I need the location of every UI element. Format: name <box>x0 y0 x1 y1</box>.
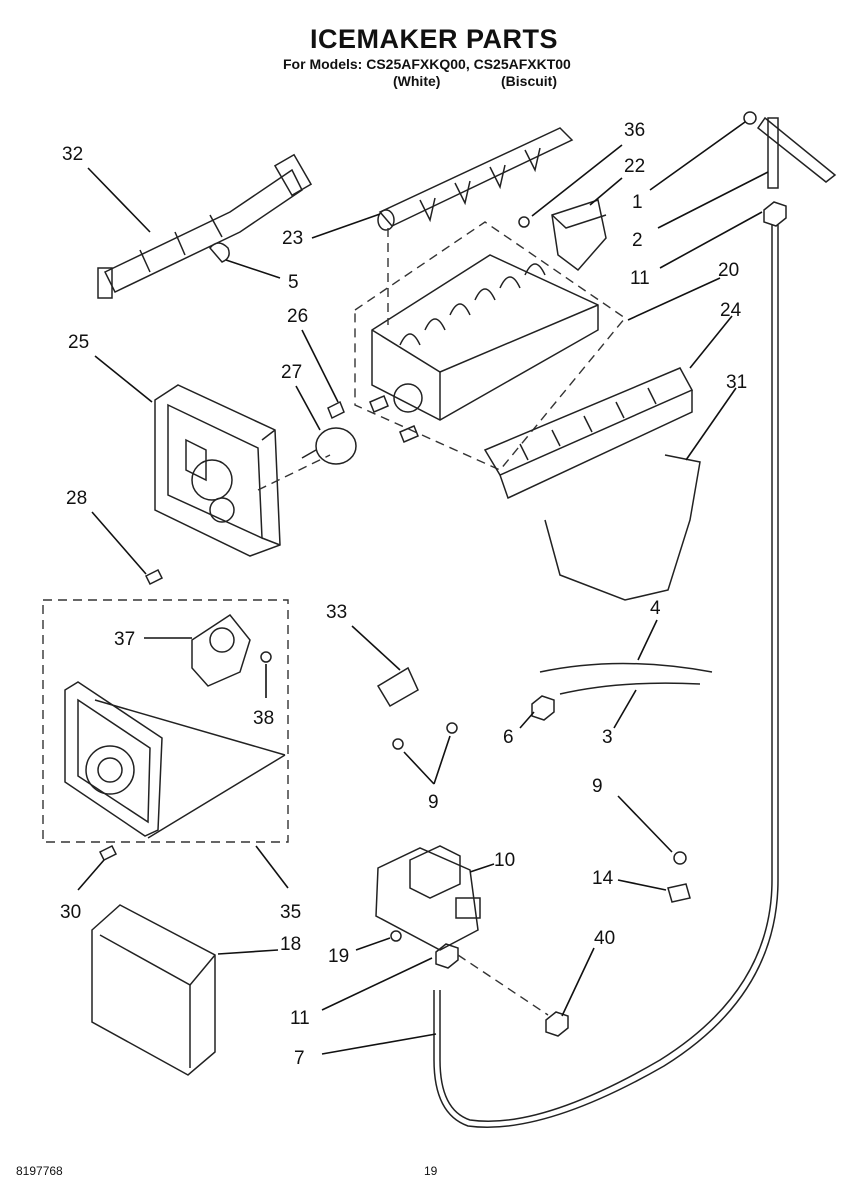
color-white-label: (White) <box>393 73 441 89</box>
part-cam-26 <box>327 400 345 420</box>
callout-11-bottom: 11 <box>290 1008 310 1029</box>
callout-32: 32 <box>62 144 83 165</box>
mold-dashed-outline <box>354 221 627 471</box>
part-mold <box>369 254 599 443</box>
part-wire-harness <box>97 153 313 299</box>
part-shield <box>483 367 694 500</box>
callout-4: 4 <box>650 598 661 619</box>
part-screws-9a <box>392 722 458 750</box>
models-line: For Models: CS25AFXKQ00, CS25AFXKT00 <box>283 56 571 72</box>
callout-10: 10 <box>494 850 515 871</box>
part-screw-36 <box>518 216 530 228</box>
callout-28: 28 <box>66 488 87 509</box>
callout-18: 18 <box>280 934 301 955</box>
part-clamp-14 <box>667 883 691 903</box>
callout-11-top: 11 <box>630 268 650 289</box>
callout-22: 22 <box>624 156 645 177</box>
color-biscuit-label: (Biscuit) <box>501 73 557 89</box>
part-screw-38 <box>260 651 272 663</box>
part-tube-3 <box>559 682 701 695</box>
part-ejector <box>377 127 574 231</box>
part-housing <box>154 384 281 557</box>
part-feeler-arm <box>544 454 701 601</box>
leader-lines <box>77 121 769 1055</box>
part-fill-tube <box>743 111 837 189</box>
part-tube-4 <box>539 662 713 673</box>
page-number: 19 <box>424 1164 438 1178</box>
callout-31: 31 <box>726 372 747 393</box>
part-bracket-22 <box>551 199 607 272</box>
callout-3: 3 <box>602 727 613 748</box>
housing-dashed-link <box>257 454 331 491</box>
part-nut-40 <box>545 1011 569 1037</box>
callout-33: 33 <box>326 602 347 623</box>
callout-19: 19 <box>328 946 349 967</box>
part-control-board <box>64 681 286 839</box>
part-nut-11b <box>435 943 459 969</box>
page-title: ICEMAKER PARTS <box>309 24 558 54</box>
part-clip <box>209 242 230 263</box>
callout-9-lower: 9 <box>592 776 603 797</box>
part-nut-11a <box>763 201 787 227</box>
callout-40: 40 <box>594 928 615 949</box>
callout-35: 35 <box>280 902 301 923</box>
doc-number: 8197768 <box>16 1164 63 1178</box>
callout-23: 23 <box>282 228 303 249</box>
callout-7: 7 <box>294 1048 305 1069</box>
part-screw-28 <box>144 568 164 586</box>
callout-25: 25 <box>68 332 89 353</box>
callout-38: 38 <box>253 708 274 729</box>
part-water-valve <box>375 845 481 951</box>
callout-6: 6 <box>503 727 514 748</box>
part-motor-27 <box>301 427 357 465</box>
part-screw-30 <box>98 844 118 862</box>
callout-36: 36 <box>624 120 645 141</box>
callout-9-upper: 9 <box>428 792 439 813</box>
callout-30: 30 <box>60 902 81 923</box>
part-motor-37 <box>191 613 251 687</box>
part-water-line <box>433 225 779 1128</box>
part-screw-19 <box>390 930 402 942</box>
callout-37: 37 <box>114 629 135 650</box>
callout-26: 26 <box>287 306 308 327</box>
part-nut-6 <box>531 695 555 721</box>
callout-5: 5 <box>288 272 299 293</box>
control-dashed-outline <box>42 599 289 843</box>
callout-1: 1 <box>632 192 643 213</box>
callout-24: 24 <box>720 300 742 321</box>
part-cover <box>91 904 216 1076</box>
callout-2: 2 <box>632 230 643 251</box>
valve-dashed-link <box>457 954 549 1016</box>
callout-20: 20 <box>718 260 739 281</box>
callout-27: 27 <box>281 362 302 383</box>
part-bracket-33 <box>376 666 419 708</box>
callout-14: 14 <box>592 868 614 889</box>
part-screw-9b <box>673 851 687 865</box>
